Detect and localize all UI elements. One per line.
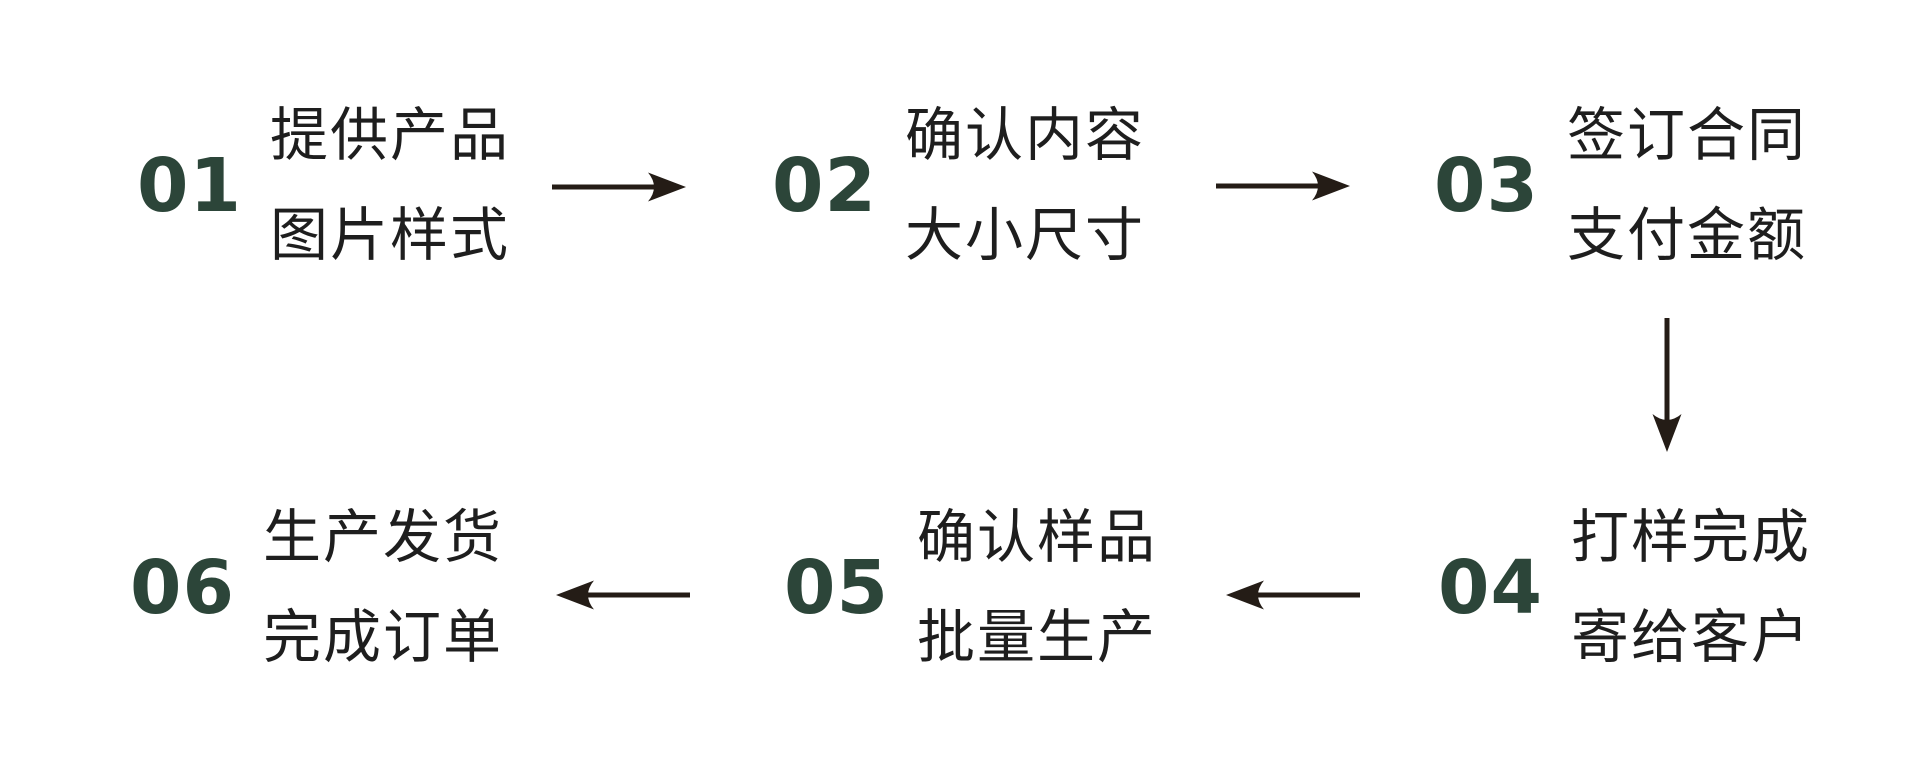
step-03-number: 03 (1434, 143, 1539, 229)
step-06-label: 生产发货 完成订单 (263, 488, 503, 688)
arrow-left-icon (556, 580, 690, 610)
step-01: 01 提供产品 图片样式 (137, 86, 510, 286)
step-04-number: 04 (1438, 545, 1543, 631)
arrow-down-icon (1652, 318, 1682, 452)
step-01-number: 01 (137, 143, 242, 229)
step-04-label-line2: 寄给客户 (1570, 605, 1811, 670)
step-04-label-line1: 打样完成 (1570, 505, 1811, 570)
arrow-left-icon (1226, 580, 1360, 610)
step-02-label-line2: 大小尺寸 (904, 203, 1145, 268)
step-05-label-line1: 确认样品 (916, 505, 1157, 570)
step-04-label: 打样完成 寄给客户 (1571, 488, 1811, 688)
step-02-label-line1: 确认内容 (904, 103, 1145, 168)
step-05-label-line2: 批量生产 (916, 605, 1157, 670)
step-05: 05 确认样品 批量生产 (784, 488, 1157, 688)
step-03-label-line2: 支付金额 (1566, 203, 1807, 268)
step-01-label-line2: 图片样式 (269, 203, 510, 268)
step-06-label-line2: 完成订单 (262, 605, 503, 670)
step-05-label: 确认样品 批量生产 (917, 488, 1157, 688)
step-02: 02 确认内容 大小尺寸 (772, 86, 1145, 286)
step-01-label: 提供产品 图片样式 (270, 86, 510, 286)
step-02-label: 确认内容 大小尺寸 (905, 86, 1145, 286)
step-03-label: 签订合同 支付金额 (1567, 86, 1807, 286)
step-06-number: 06 (130, 545, 235, 631)
step-01-label-line1: 提供产品 (269, 103, 510, 168)
arrow-right-icon (552, 172, 686, 202)
step-03: 03 签订合同 支付金额 (1434, 86, 1807, 286)
arrow-right-icon (1216, 171, 1350, 201)
step-03-label-line1: 签订合同 (1566, 103, 1807, 168)
step-06-label-line1: 生产发货 (262, 505, 503, 570)
step-02-number: 02 (772, 143, 877, 229)
step-04: 04 打样完成 寄给客户 (1438, 488, 1811, 688)
step-05-number: 05 (784, 545, 889, 631)
step-06: 06 生产发货 完成订单 (130, 488, 503, 688)
